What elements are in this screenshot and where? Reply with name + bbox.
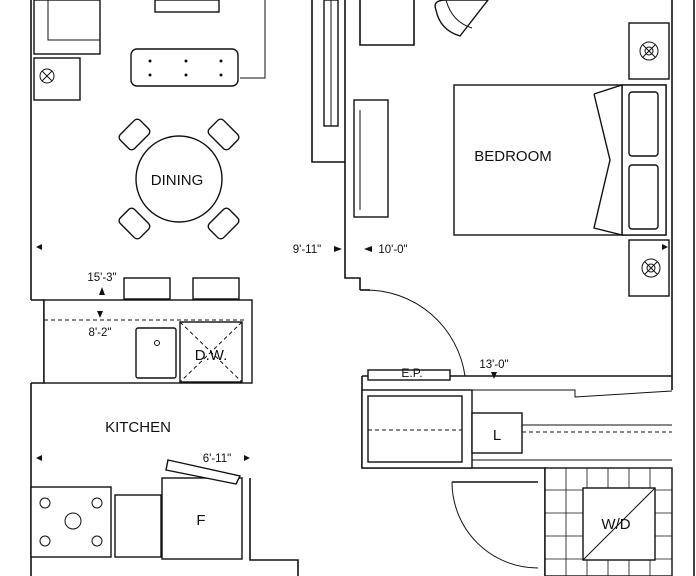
- dishwasher-label: D.W.: [195, 347, 228, 364]
- washer-dryer-label: W/D: [601, 516, 630, 533]
- dimension-living-width: 15'-3": [87, 272, 116, 284]
- electrical-panel-label: E.P.: [401, 366, 422, 380]
- kitchen-label: KITCHEN: [105, 419, 171, 436]
- dimension-kitchen-width: 6'-11": [203, 453, 231, 465]
- dining-table: DINING: [118, 118, 240, 240]
- dimension-living-depth: 9'-11": [293, 244, 321, 256]
- kitchen: KITCHEN F: [30, 419, 243, 560]
- dimensions: 15'-3" 8'-2" 9'-11" 10'-0" 13'-0" 6'-11": [36, 244, 668, 465]
- dimension-kitchen-counter: 8'-2": [89, 327, 112, 339]
- dimension-bedroom-width: 10'-0": [378, 244, 407, 256]
- fridge-label: F: [196, 512, 205, 529]
- bedroom-label: BEDROOM: [474, 148, 552, 165]
- dimension-bedroom-depth: 13'-0": [479, 359, 508, 371]
- armchair: [434, 0, 489, 37]
- laundry-label: L: [493, 427, 501, 444]
- living-furniture: [33, 0, 389, 218]
- closet: L: [361, 389, 673, 469]
- washer-dryer-area: W/D: [451, 467, 673, 576]
- kitchen-island: D.W.: [43, 277, 253, 384]
- bedroom: BEDROOM E.P.: [360, 0, 670, 381]
- dining-label: DINING: [151, 172, 204, 189]
